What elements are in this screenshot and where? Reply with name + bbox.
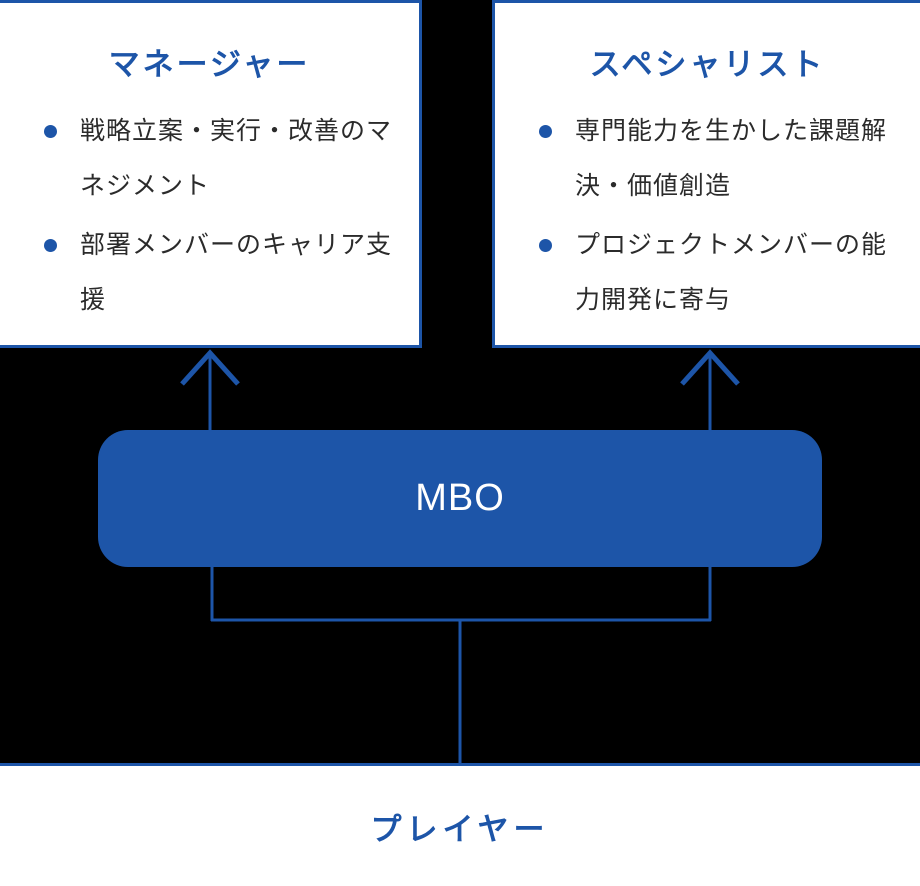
bullet-text: 専門能力を生かした課題解決・価値創造 xyxy=(575,117,888,200)
role-box-player: プレイヤー xyxy=(0,763,920,886)
role-box-specialist: スペシャリスト 専門能力を生かした課題解決・価値創造 プロジェクトメンバーの能力… xyxy=(492,0,920,348)
bullet-text: プロジェクトメンバーの能力開発に寄与 xyxy=(575,231,888,314)
list-item: 専門能力を生かした課題解決・価値創造 xyxy=(535,104,902,214)
bullet-dot-icon xyxy=(44,125,57,138)
bullet-dot-icon xyxy=(44,239,57,252)
role-box-manager: マネージャー 戦略立案・実行・改善のマネジメント 部署メンバーのキャリア支援 xyxy=(0,0,422,348)
mbo-node: MBO xyxy=(98,430,822,567)
role-title-specialist: スペシャリスト xyxy=(589,47,826,82)
connector-mbo-to-player xyxy=(210,565,712,765)
list-item: 戦略立案・実行・改善のマネジメント xyxy=(40,104,401,214)
bullet-text: 戦略立案・実行・改善のマネジメント xyxy=(80,117,393,200)
role-title-manager: マネージャー xyxy=(108,47,311,82)
arrow-mbo-to-manager xyxy=(180,349,240,430)
arrow-mbo-to-specialist xyxy=(680,349,740,430)
bullet-list-manager: 戦略立案・実行・改善のマネジメント 部署メンバーのキャリア支援 xyxy=(0,104,419,328)
bullet-dot-icon xyxy=(539,239,552,252)
role-title-player: プレイヤー xyxy=(370,811,550,847)
list-item: プロジェクトメンバーの能力開発に寄与 xyxy=(535,218,902,328)
bullet-list-specialist: 専門能力を生かした課題解決・価値創造 プロジェクトメンバーの能力開発に寄与 xyxy=(495,104,920,328)
mbo-label: MBO xyxy=(415,477,505,519)
bullet-text: 部署メンバーのキャリア支援 xyxy=(80,231,393,314)
bullet-dot-icon xyxy=(539,125,552,138)
list-item: 部署メンバーのキャリア支援 xyxy=(40,218,401,328)
